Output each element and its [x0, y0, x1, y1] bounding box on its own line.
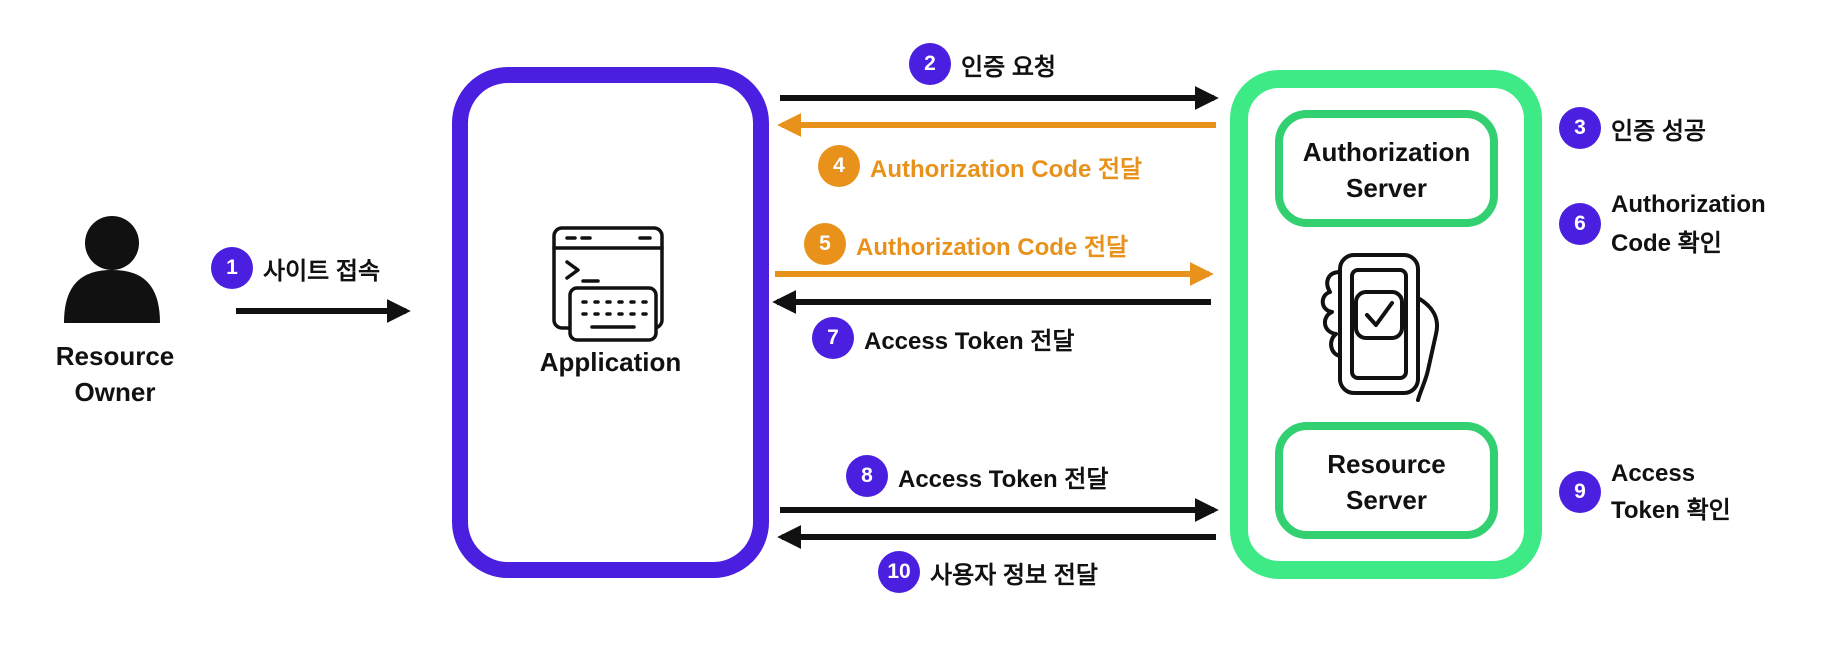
step-badge: 4 — [818, 145, 860, 187]
step-badge: 2 — [909, 43, 951, 85]
step-text: 인증 성공 — [1611, 117, 1706, 145]
step-text: Authorization Code 전달 — [870, 155, 1143, 183]
terminal-keyboard-icon — [552, 226, 664, 342]
step-2: 2 인증 요청 — [909, 43, 1056, 85]
application-label: Application — [539, 347, 682, 377]
step-badge: 1 — [211, 247, 253, 289]
step-5: 5 Authorization Code 전달 — [804, 223, 1128, 265]
person-icon — [64, 216, 160, 323]
step-badge: 5 — [804, 223, 846, 265]
step-text: Access Token 확인 — [1611, 460, 1731, 524]
authorization-server-box — [1275, 110, 1498, 227]
step-7: 7 Access Token 전달 — [812, 317, 1074, 359]
step-badge: 7 — [812, 317, 854, 359]
step-9: 9 Access Token 확인 — [1559, 455, 1731, 529]
step-4: 4 Authorization Code 전달 — [818, 145, 1142, 187]
step-text: 사용자 정보 전달 — [930, 561, 1098, 589]
resource-server-box — [1275, 422, 1498, 539]
step-badge: 10 — [878, 551, 920, 593]
authorization-server-label: Authorization Server — [1302, 137, 1471, 203]
step-text: Access Token 전달 — [864, 327, 1075, 355]
step-badge: 6 — [1559, 203, 1601, 245]
step-text: Access Token 전달 — [898, 465, 1109, 493]
step-text: 인증 요청 — [961, 53, 1056, 81]
step-text: 사이트 접속 — [263, 257, 381, 285]
step-3: 3 인증 성공 — [1559, 107, 1706, 149]
step-8: 8 Access Token 전달 — [846, 455, 1108, 497]
step-badge: 8 — [846, 455, 888, 497]
resource-owner-label: Resource Owner — [55, 341, 175, 407]
step-badge: 9 — [1559, 471, 1601, 513]
step-6: 6 Authorization Code 확인 — [1559, 185, 1766, 263]
step-text: Authorization Code 확인 — [1611, 191, 1766, 257]
resource-server-label: Resource Server — [1327, 449, 1446, 515]
step-10: 10 사용자 정보 전달 — [878, 551, 1098, 593]
step-badge: 3 — [1559, 107, 1601, 149]
phone-check-icon — [1320, 253, 1439, 402]
step-1: 1 사이트 접속 — [211, 247, 380, 289]
step-text: Authorization Code 전달 — [856, 233, 1129, 261]
